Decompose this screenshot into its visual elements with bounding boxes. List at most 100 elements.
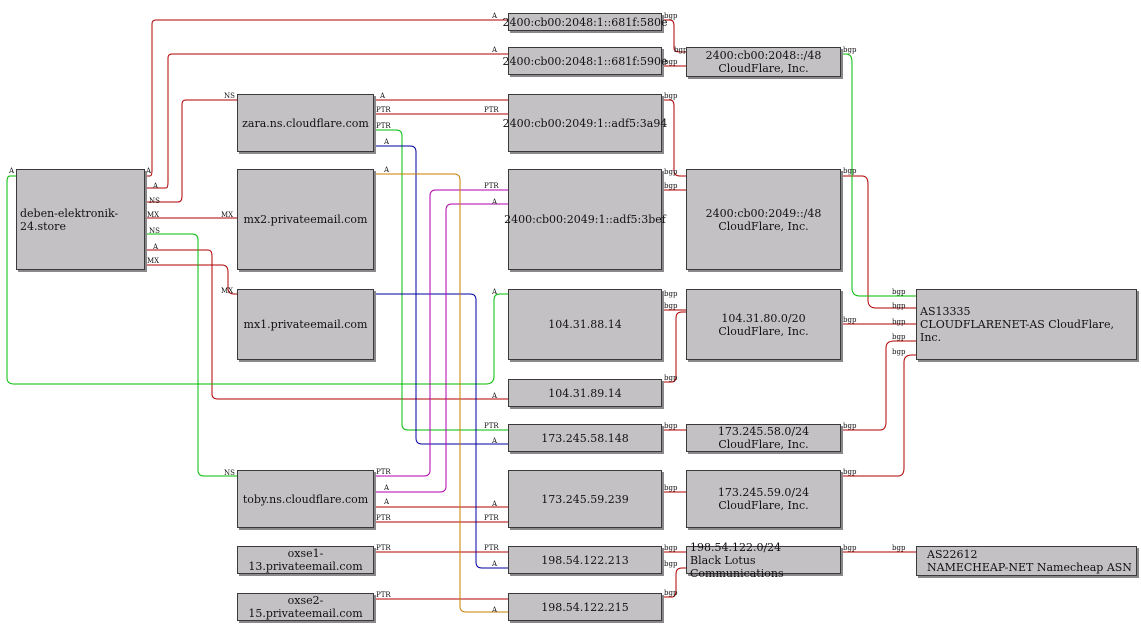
edge-label-ns: NS [224, 92, 235, 100]
edge-label-bgp: bgp [843, 316, 857, 324]
edge-store-a-89 [145, 249, 508, 400]
prefix-line1: 198.54.122.0/24 [690, 540, 782, 554]
edge-2049-as [841, 175, 916, 309]
edge-label-bgp: bgp [664, 290, 678, 298]
edge-label-ptr: PTR [376, 591, 391, 599]
edge-label-a: A [8, 167, 15, 175]
edge-label-bgp: bgp [843, 422, 857, 430]
edge-label-bgp: bgp [892, 302, 906, 310]
edge-label-bgp: bgp [664, 168, 678, 176]
edge-3a94-bgp [662, 99, 686, 177]
prefix-line2: CloudFlare, Inc. [718, 324, 809, 338]
node-ip-104-89[interactable]: 104.31.89.14 [508, 379, 662, 407]
edge-label-a: A [383, 166, 390, 174]
edge-label-ptr: PTR [484, 544, 499, 552]
edge-label-bgp: bgp [843, 46, 857, 54]
edge-label-ptr: PTR [376, 544, 391, 552]
edge-173-59-as [841, 354, 916, 477]
edge-label-a: A [152, 243, 159, 251]
node-label: 2400:cb00:2048:1::681f:590e [502, 54, 668, 68]
node-oxse2[interactable]: oxse2-15.privateemail.com [237, 593, 374, 621]
edge-label-a: A [491, 46, 498, 54]
edge-mx2-a-215 [374, 173, 508, 613]
edge-label-bgp: bgp [892, 318, 906, 326]
edge-label-bgp: bgp [892, 288, 906, 296]
edge-label-mx: MX [147, 211, 159, 219]
node-ip6-580e[interactable]: 2400:cb00:2048:1::681f:580e [503, 13, 668, 31]
node-label: toby.ns.cloudflare.com [242, 492, 369, 506]
edge-label-ptr: PTR [484, 182, 499, 190]
edge-label-bgp: bgp [664, 560, 678, 568]
node-ip-104-88[interactable]: 104.31.88.14 [508, 289, 662, 360]
as-line2: CLOUDFLARENET-AS CloudFlare, Inc. [920, 318, 1114, 344]
as-line1: AS13335 [920, 305, 971, 318]
edge-label-a: A [491, 500, 498, 508]
edge-zara-ptr-58 [374, 129, 508, 431]
node-ip-173-58[interactable]: 173.245.58.148 [508, 424, 662, 452]
edge-label-bgp: bgp [664, 589, 678, 597]
edge-label-bgp: bgp [664, 92, 678, 100]
node-ip6-3a94[interactable]: 2400:cb00:2049:1::adf5:3a94 [503, 94, 667, 152]
edge-2048-as [841, 53, 916, 297]
edge-label-ptr: PTR [376, 468, 391, 476]
edge-label-a: A [383, 484, 390, 492]
edge-label-ptr: PTR [484, 422, 499, 430]
node-label: 173.245.59.239 [541, 492, 629, 506]
edge-store-ns-zara [145, 99, 237, 203]
node-ip6-3bef[interactable]: 2400:cb00:2049:1::adf5:3bef [504, 169, 666, 270]
edge-store-mx-mx1 [145, 264, 237, 295]
prefix-line1: 2400:cb00:2048::/48 [705, 49, 822, 62]
edge-label-ptr: PTR [484, 514, 499, 522]
node-ip-198-215[interactable]: 198.54.122.215 [508, 593, 662, 621]
edge-label-mx: MX [221, 211, 233, 219]
prefix-line1: 104.31.80.0/20 [721, 311, 806, 325]
node-label: 104.31.88.14 [548, 318, 622, 331]
node-ip-198-213[interactable]: 198.54.122.213 [508, 546, 662, 574]
edge-label-ns: NS [149, 197, 160, 205]
node-label: 173.245.58.148 [541, 431, 629, 445]
as-line1: AS22612 [927, 548, 978, 561]
node-mx2[interactable]: mx2.privateemail.com [237, 169, 374, 270]
edge-label-bgp: bgp [843, 167, 857, 175]
edge-580e-bgp [662, 19, 686, 53]
edge-label-bgp: bgp [892, 333, 906, 341]
node-label: 2400:cb00:2048:1::681f:580e [502, 15, 668, 29]
edge-toby-ptr-3bef [374, 189, 508, 477]
node-oxse1[interactable]: oxse1-13.privateemail.com [237, 546, 374, 574]
edge-label-a: A [383, 138, 390, 146]
node-ip6-590e[interactable]: 2400:cb00:2048:1::681f:590e [503, 47, 668, 75]
edge-label-ptr: PTR [376, 122, 391, 130]
edge-store-a-580e [145, 19, 508, 177]
node-toby-ns[interactable]: toby.ns.cloudflare.com [237, 470, 374, 528]
node-store-domain[interactable]: deben-elektronik-24.store [16, 169, 145, 270]
edge-label-a: A [379, 92, 386, 100]
node-zara-ns[interactable]: zara.ns.cloudflare.com [237, 94, 374, 152]
edge-label-mx: MX [147, 257, 159, 265]
node-mx1[interactable]: mx1.privateemail.com [237, 289, 374, 360]
edge-zara-a-58 [374, 145, 508, 445]
node-label: deben-elektronik-24.store [20, 206, 119, 233]
edge-label-ptr: PTR [376, 106, 391, 114]
prefix-line1: 173.245.58.0/24 [717, 425, 810, 438]
edge-mx1-a-213 [374, 293, 508, 569]
edge-label-bgp: bgp [664, 374, 678, 382]
edge-label-a: A [145, 167, 152, 175]
edge-label-bgp: bgp [664, 484, 678, 492]
edge-store-ns-toby [145, 233, 237, 477]
edge-label-bgp: bgp [664, 182, 678, 190]
as-line2: NAMECHEAP-NET Namecheap ASN [927, 561, 1132, 574]
edge-label-a: A [491, 288, 498, 296]
node-ip-173-59[interactable]: 173.245.59.239 [508, 470, 662, 528]
edge-label-bgp: bgp [664, 544, 678, 552]
edge-label-bgp: bgp [664, 12, 678, 20]
edge-label-a: A [152, 182, 159, 190]
